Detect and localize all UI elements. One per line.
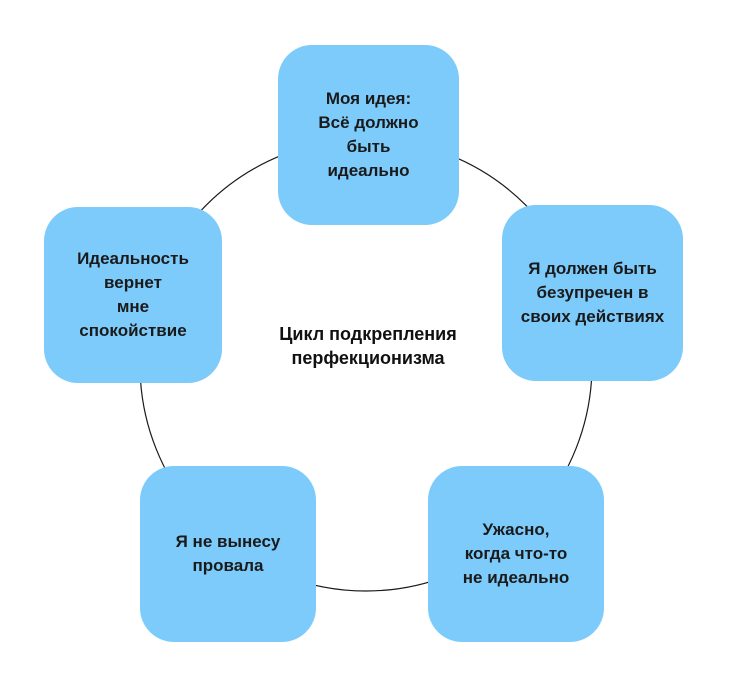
node-must-be-flawless: Я должен быть безупречен в своих действи… bbox=[502, 205, 683, 381]
diagram-center-title: Цикл подкрепления перфекционизма bbox=[279, 324, 457, 368]
node-cannot-bear-failure: Я не вынесу провала bbox=[140, 466, 316, 642]
node-idea-label: Моя идея: Всё должно быть идеально bbox=[318, 89, 419, 180]
node-awful-not-perfect-label: Ужасно, когда что-то не идеально bbox=[462, 520, 570, 587]
node-must-be-flawless-label: Я должен быть безупречен в своих действи… bbox=[520, 259, 665, 326]
node-perfection-brings-calm-label: Идеальность вернет мне спокойствие bbox=[77, 249, 189, 340]
node-perfection-brings-calm: Идеальность вернет мне спокойствие bbox=[44, 207, 222, 383]
node-cannot-bear-failure-label: Я не вынесу провала bbox=[175, 532, 281, 575]
node-idea: Моя идея: Всё должно быть идеально bbox=[278, 45, 459, 225]
node-awful-not-perfect: Ужасно, когда что-то не идеально bbox=[428, 466, 604, 642]
